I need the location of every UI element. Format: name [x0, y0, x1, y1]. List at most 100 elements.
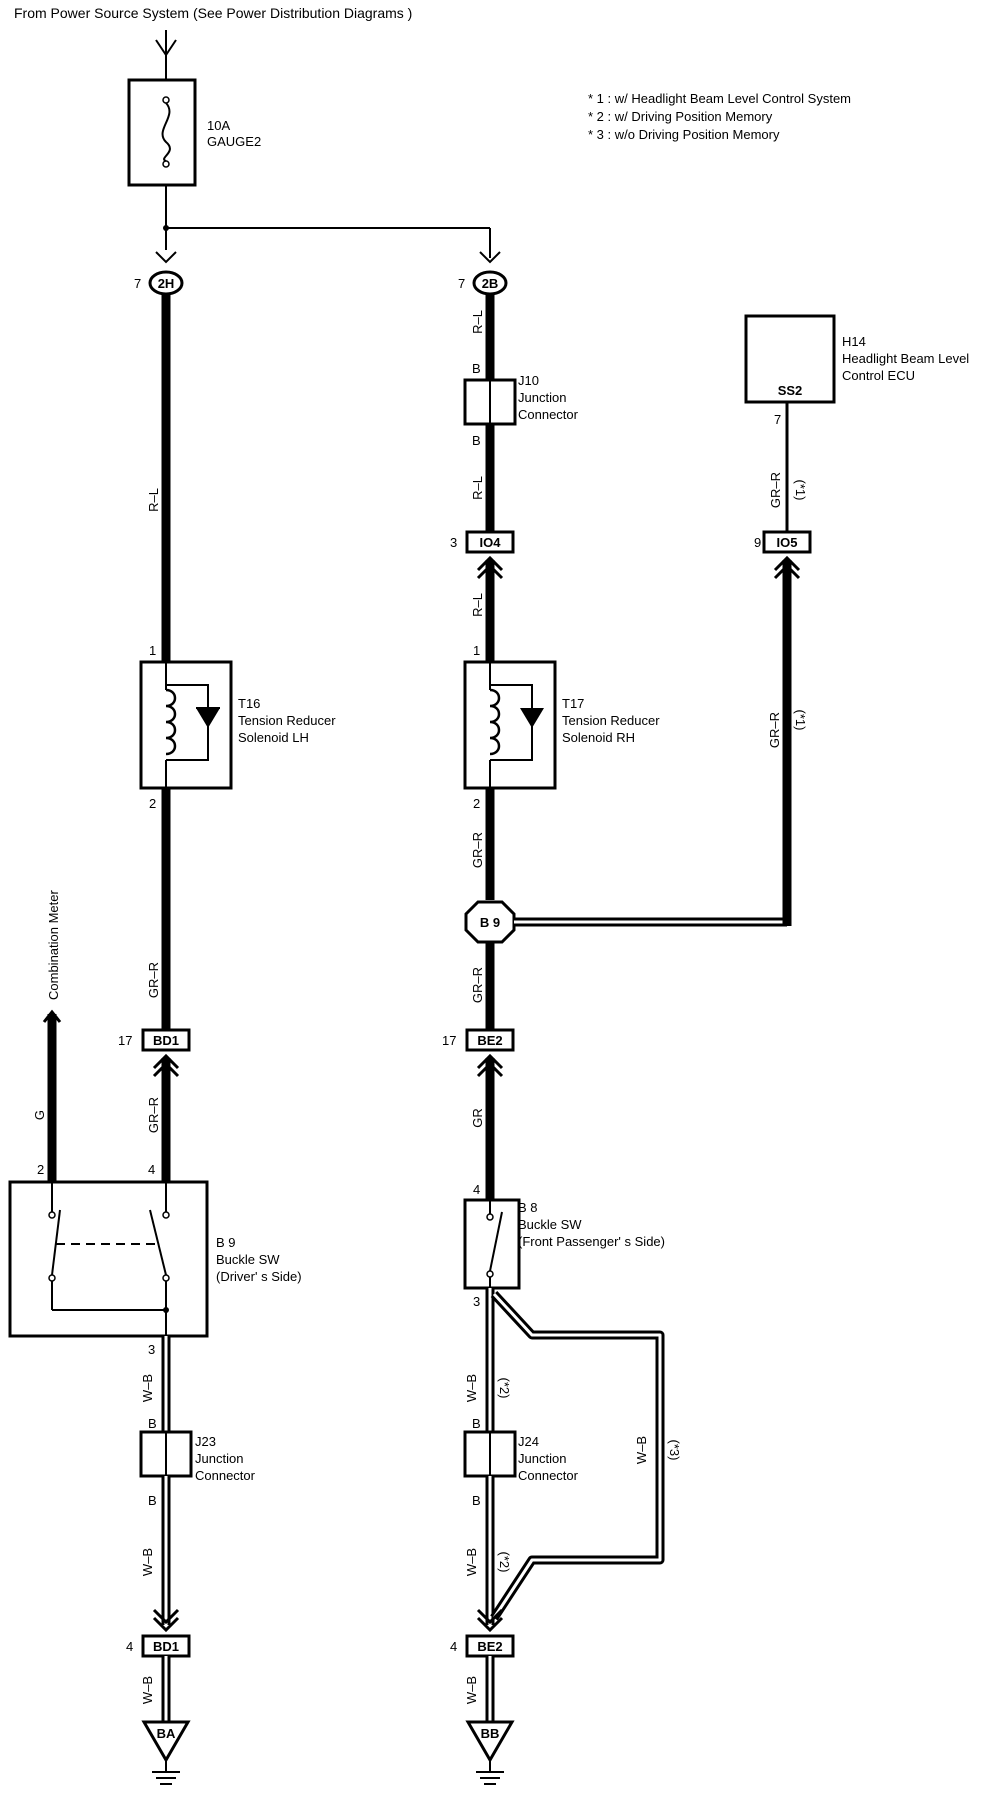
b9-buckle-switch-driver: [8, 1180, 209, 1338]
diode-icon: [520, 708, 544, 728]
connector-2b: 2B: [472, 270, 508, 296]
h14-code: H14: [842, 334, 866, 349]
j24-name-2: Connector: [518, 1468, 579, 1483]
connector-be2-bottom-pin: 4: [450, 1639, 457, 1654]
wire-note-wb-right2: (*2): [497, 1552, 512, 1573]
t16-pin-top: 1: [149, 643, 156, 658]
connector-io4-pin: 3: [450, 535, 457, 550]
h14-name-2: Control ECU: [842, 368, 915, 383]
j10-code: J10: [518, 373, 539, 388]
wire-note-grr-long: (*1): [793, 710, 808, 731]
note-2: * 2 : w/ Driving Position Memory: [588, 109, 773, 124]
t16-name-1: Tension Reducer: [238, 713, 336, 728]
svg-text:B 9: B 9: [480, 915, 500, 930]
wire-label-grr-bd1: GR–R: [146, 1097, 161, 1133]
connector-be2-bottom: BE2: [465, 1634, 515, 1658]
b8-pin-top: 4: [473, 1182, 480, 1197]
wire-label-rl-right2: R–L: [470, 476, 485, 500]
connector-be2-top: BE2: [465, 1028, 515, 1052]
j10-pin-bottom: B: [472, 433, 481, 448]
svg-text:BE2: BE2: [477, 1033, 502, 1048]
wire-note-wb-bypass: (*3): [667, 1440, 682, 1461]
svg-text:IO4: IO4: [480, 535, 502, 550]
j23-code: J23: [195, 1434, 216, 1449]
note-3: * 3 : w/o Driving Position Memory: [588, 127, 780, 142]
ground-ba-icon: BA: [141, 1720, 191, 1785]
b8-buckle-switch-passenger: [463, 1198, 521, 1290]
svg-text:BD1: BD1: [153, 1639, 179, 1654]
note-1: * 1 : w/ Headlight Beam Level Control Sy…: [588, 91, 851, 106]
diode-icon: [196, 708, 220, 728]
j23-junction-connector: [139, 1430, 193, 1478]
t17-name-1: Tension Reducer: [562, 713, 660, 728]
switch-blade-icon: [489, 1211, 503, 1272]
j23-pin-bottom: B: [148, 1493, 157, 1508]
b8-name-2: (Front Passenger' s Side): [518, 1234, 665, 1249]
j24-name-1: Junction: [518, 1451, 566, 1466]
junction-b9: B 9: [464, 900, 516, 944]
t16-tension-reducer-solenoid-lh: [139, 660, 233, 790]
wire-label-wb-right1: W–B: [464, 1374, 479, 1402]
svg-text:BB: BB: [481, 1726, 500, 1741]
wire-note-grr-h14: (*1): [793, 480, 808, 501]
svg-text:BE2: BE2: [477, 1639, 502, 1654]
wire-note-wb-right1: (*2): [497, 1378, 512, 1399]
j10-name-2: Connector: [518, 407, 579, 422]
t17-tension-reducer-solenoid-rh: [463, 660, 557, 790]
svg-text:BA: BA: [157, 1726, 176, 1741]
b9-name-2: (Driver' s Side): [216, 1269, 302, 1284]
wire-label-grr-t17: GR–R: [470, 832, 485, 868]
b8-pin-bottom: 3: [473, 1294, 480, 1309]
wire-label-wb-bypass: W–B: [634, 1436, 649, 1464]
j23-pin-top: B: [148, 1416, 157, 1431]
j10-junction-connector: [463, 378, 517, 426]
svg-text:IO5: IO5: [777, 535, 798, 550]
fuse-element-icon: [161, 102, 171, 162]
combination-meter-label: Combination Meter: [46, 890, 61, 1000]
wire-label-wb-left2: W–B: [140, 1548, 155, 1576]
connector-2b-pin: 7: [458, 276, 465, 291]
connector-bd1-top-pin: 17: [118, 1033, 132, 1048]
h14-headlight-beam-level-control-ecu: SS2: [744, 314, 836, 404]
power-in-arrow-icon: [155, 30, 177, 80]
j23-name-1: Junction: [195, 1451, 243, 1466]
fuse-name: GAUGE2: [207, 134, 261, 149]
wire-label-grr-h14: GR–R: [768, 472, 783, 508]
source-label: From Power Source System (See Power Dist…: [14, 5, 412, 21]
connector-2h: 2H: [148, 270, 184, 296]
b9-pin-bottom: 3: [148, 1342, 155, 1357]
b9-code: B 9: [216, 1235, 236, 1250]
j23-name-2: Connector: [195, 1468, 256, 1483]
j24-pin-bottom: B: [472, 1493, 481, 1508]
wire-label-rl-right3: R–L: [470, 593, 485, 617]
wire-label-grr-t16: GR–R: [146, 962, 161, 998]
connector-bd1-bottom: BD1: [141, 1634, 191, 1658]
t17-pin-bottom: 2: [473, 796, 480, 811]
b9-pin-right: 4: [148, 1162, 155, 1177]
wire-label-wb-left1: W–B: [140, 1374, 155, 1402]
svg-text:SS2: SS2: [778, 383, 803, 398]
wire-label-rl-left: R–L: [146, 488, 161, 512]
wire-label-wb-right3: W–B: [464, 1676, 479, 1704]
wire-label-wb-left3: W–B: [140, 1676, 155, 1704]
t17-name-2: Solenoid RH: [562, 730, 635, 745]
j10-pin-top: B: [472, 361, 481, 376]
connector-bd1-bottom-pin: 4: [126, 1639, 133, 1654]
j24-pin-top: B: [472, 1416, 481, 1431]
wire-label-grr-b9: GR–R: [470, 967, 485, 1003]
wire-label-gr: GR: [470, 1108, 485, 1128]
svg-text:2H: 2H: [158, 276, 175, 291]
connector-io5-pin: 9: [754, 535, 761, 550]
switch-blade-icon: [149, 1209, 167, 1276]
svg-text:2B: 2B: [482, 276, 499, 291]
h14-name-1: Headlight Beam Level: [842, 351, 969, 366]
fuse-rating: 10A: [207, 118, 230, 133]
connector-bd1-top: BD1: [141, 1028, 191, 1052]
b9-pin-left: 2: [37, 1162, 44, 1177]
connector-be2-top-pin: 17: [442, 1033, 456, 1048]
wire-label-grr-long: GR–R: [767, 712, 782, 748]
b8-code: B 8: [518, 1200, 538, 1215]
t17-code: T17: [562, 696, 584, 711]
wire-label-g: G: [32, 1110, 47, 1120]
